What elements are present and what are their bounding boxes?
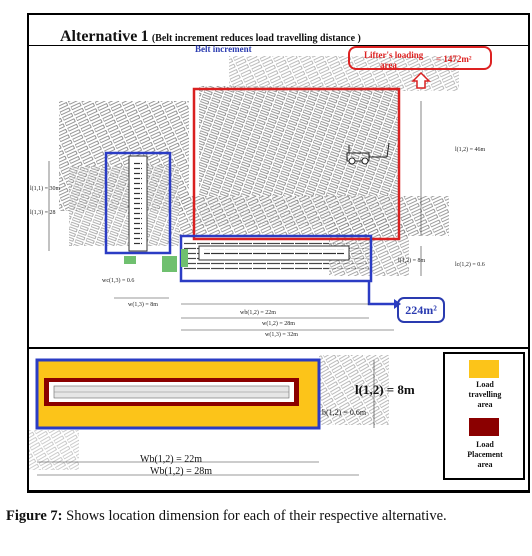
dim-l-1-3: l(1,3) = 28 [30, 210, 56, 216]
figure-title: Alternative 1 (Belt increment reduces lo… [60, 28, 500, 46]
area-224-label: 224m² [397, 297, 445, 323]
legend-swatch-placement [469, 418, 499, 436]
title-number: 1 [140, 28, 149, 45]
lifter-area-label-line1: Lifter's loading [364, 50, 424, 60]
dim-bottom-wb-28: Wb(1,2) = 28m [150, 466, 213, 477]
dim-wb-1-2: wb(1,2) = 22m [240, 310, 276, 316]
lifter-area-value: = 1472m² [436, 54, 472, 64]
lifter-area-label-line2: area [380, 60, 397, 70]
title-note: (Belt increment reduces load travelling … [151, 33, 361, 44]
dim-l-1-1-left: l(1,1) = 30m [30, 186, 61, 192]
caption-label: Figure 7: [6, 508, 63, 524]
dim-bottom-wb-22: Wb(1,2) = 22m [140, 454, 203, 465]
bottom-detail-drawing [29, 355, 389, 476]
legend-label-placement: Load Placement area [467, 440, 503, 469]
dim-w-1-2: w(1,2) = 28m [262, 321, 295, 327]
title-prefix: Alternative [60, 28, 138, 45]
dim-wc-1-3: wc(1,3) = 0.6 [102, 278, 135, 284]
lifter-loading-area-callout: Lifter's loading area = 1472m² [348, 46, 492, 70]
dim-bottom-l-1-2: l(1,2) = 8m [355, 382, 415, 397]
dim-l-1-2-mid: l(1,2) = 8m [398, 258, 426, 264]
caption-text: Shows location dimension for each of the… [62, 508, 447, 524]
legend-label-travelling: Load travelling area [468, 380, 502, 409]
figure-caption: Figure 7: Shows location dimension for e… [6, 506, 528, 527]
dim-bottom-b-1-2: b(1,2) = 0.6m [322, 408, 367, 417]
dim-lc-1-2: lc(1,2) = 0.6 [455, 262, 485, 268]
dim-w-1-3: w(1,3) = 32m [265, 332, 298, 338]
legend: Load travelling area Load Placement area [443, 352, 525, 480]
plan-drawing [48, 56, 459, 331]
belt-increment-label: Belt increment [195, 44, 252, 54]
legend-swatch-travelling [469, 360, 499, 378]
title-divider [29, 45, 528, 46]
dim-w-1-3-lower: w(1,3) = 8m [128, 302, 158, 308]
dim-l-1-2-right: l(1,2) = 46m [455, 147, 486, 153]
bottom-detail-frame [27, 347, 530, 492]
